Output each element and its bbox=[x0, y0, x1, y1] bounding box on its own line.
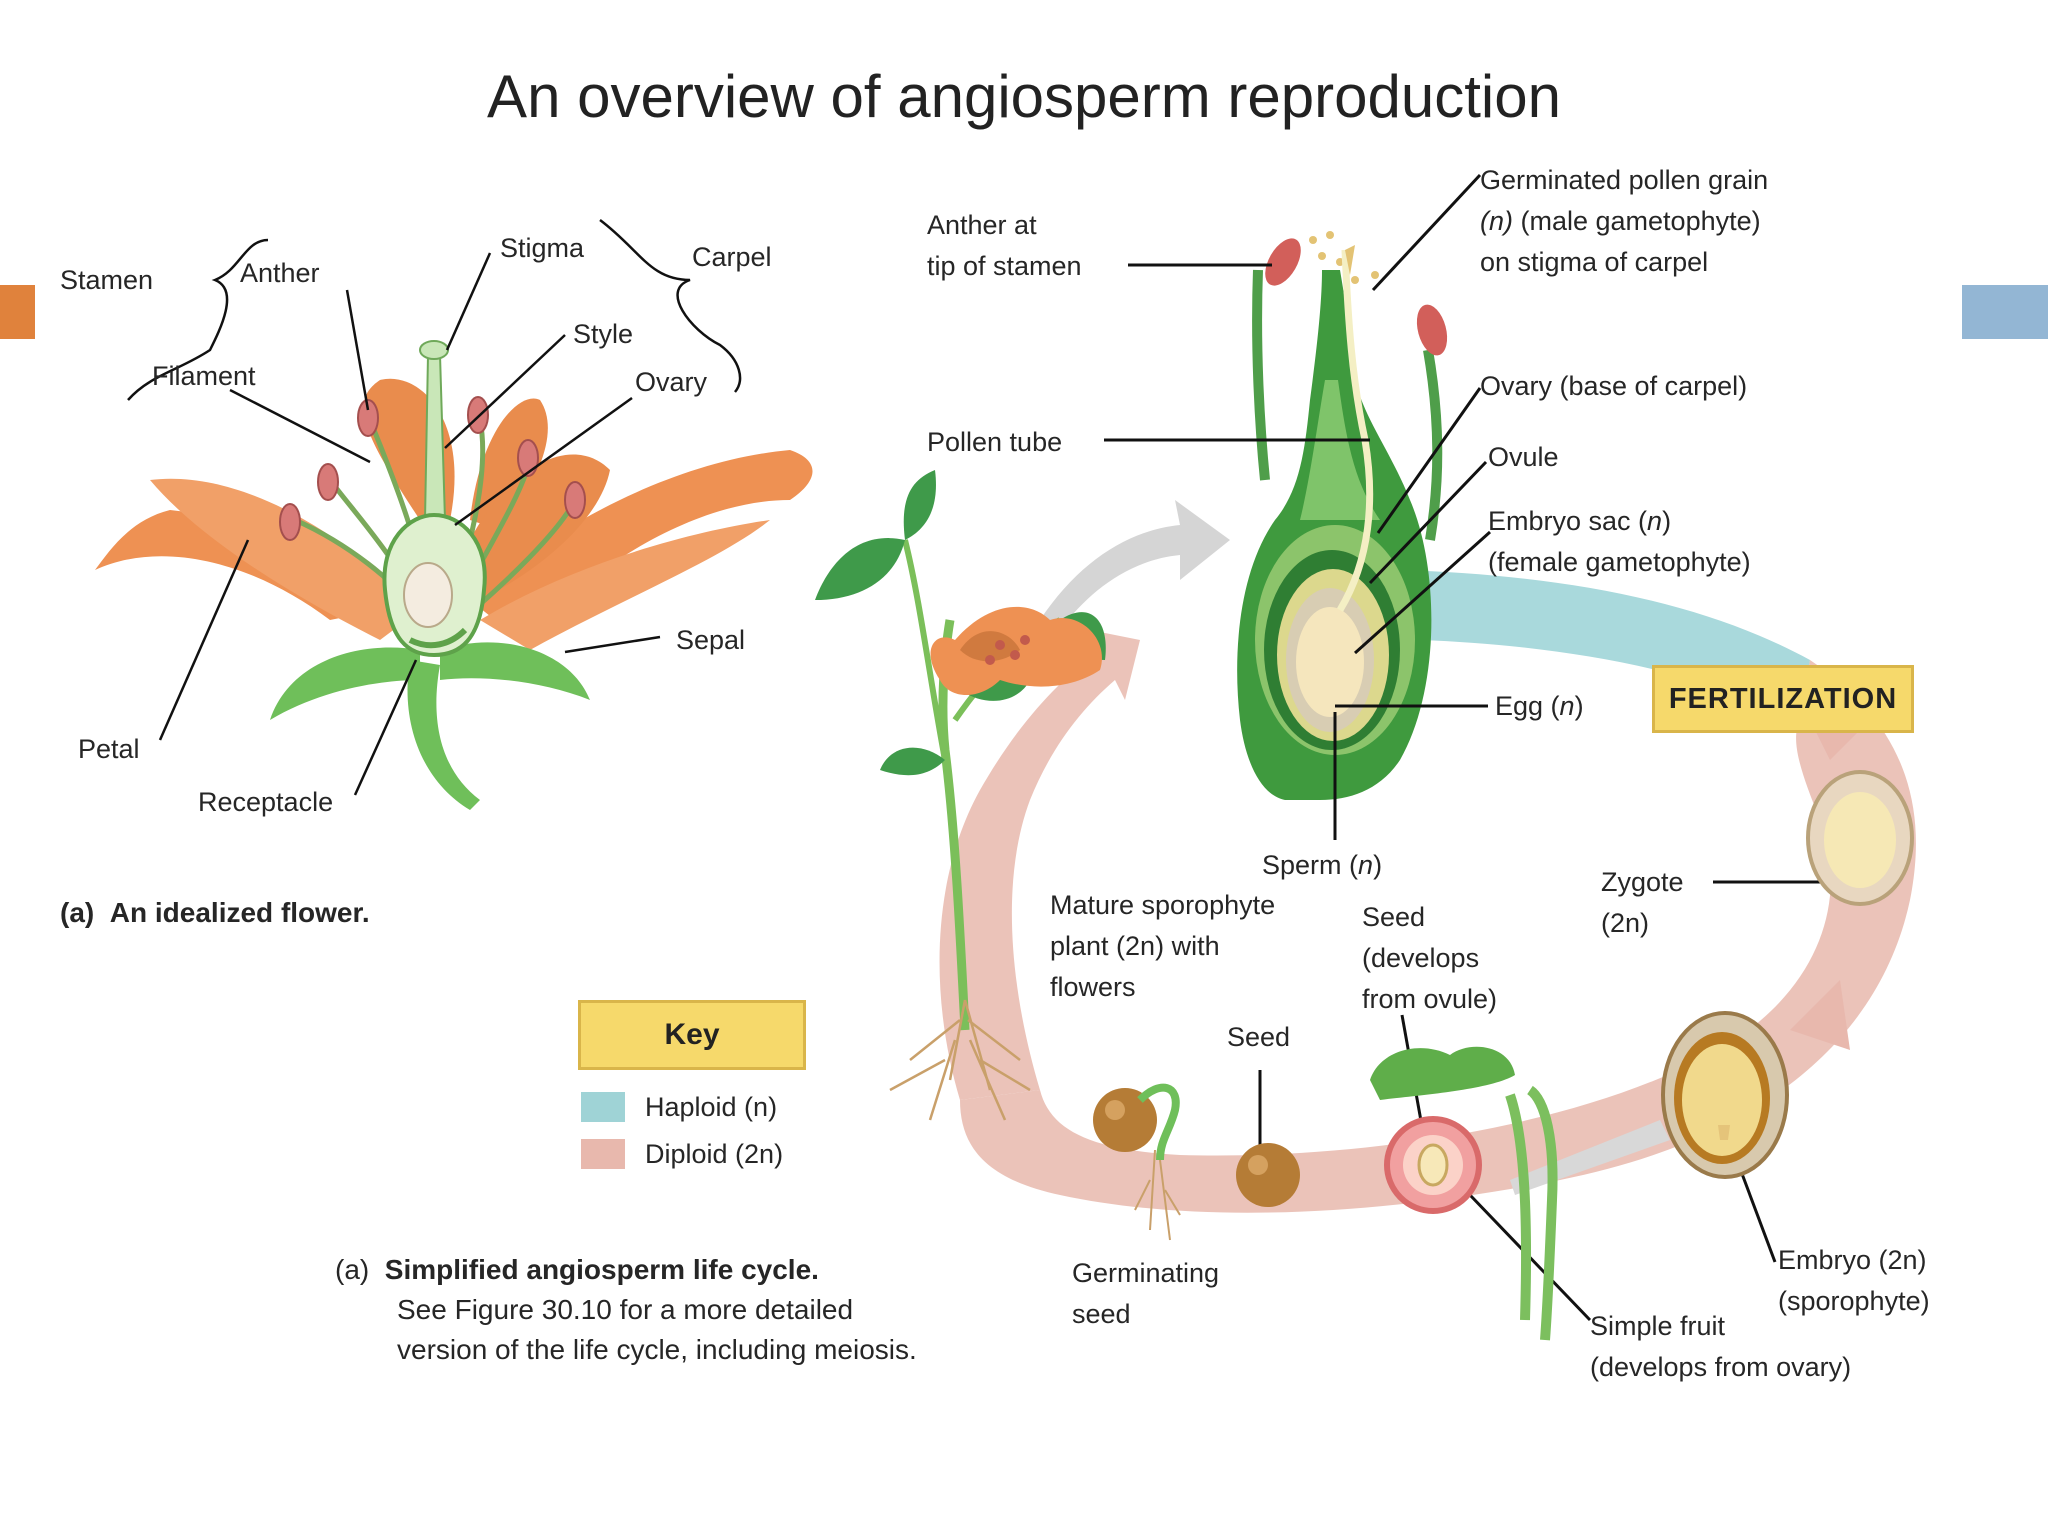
page-title: An overview of angiosperm reproduction bbox=[487, 63, 1561, 130]
label-embryo-sac: Embryo sac (n) (female gametophyte) bbox=[1488, 506, 1751, 577]
label-germinated-pollen: Germinated pollen grain (n) (male gameto… bbox=[1480, 165, 1769, 277]
label-style: Style bbox=[573, 319, 634, 349]
label-egg: Egg (n) bbox=[1495, 691, 1584, 721]
cycle-caption: (a) Simplified angiosperm life cycle. Se… bbox=[335, 1250, 917, 1370]
cycle-caption-bold: Simplified angiosperm life cycle. bbox=[384, 1254, 819, 1285]
label-anther: Anther bbox=[240, 258, 320, 288]
slide-accent-right bbox=[1962, 285, 2048, 339]
label-ovule: Ovule bbox=[1488, 442, 1559, 472]
cycle-caption-line3: version of the life cycle, including mei… bbox=[397, 1334, 917, 1365]
cycle-caption-letter: (a) bbox=[335, 1254, 370, 1285]
key-haploid-swatch bbox=[581, 1092, 625, 1122]
flower-caption: (a) An idealized flower. bbox=[60, 893, 370, 933]
pollination-arrow bbox=[1040, 500, 1230, 630]
label-filament: Filament bbox=[152, 361, 256, 391]
flower-caption-text: An idealized flower. bbox=[109, 897, 370, 928]
label-receptacle: Receptacle bbox=[198, 787, 334, 817]
key-title: Key bbox=[578, 1000, 806, 1070]
label-simple-fruit: Simple fruit (develops from ovary) bbox=[1590, 1311, 1852, 1382]
idealized-flower bbox=[95, 340, 813, 810]
label-seed: Seed bbox=[1227, 1022, 1291, 1052]
key-diploid-swatch bbox=[581, 1139, 625, 1169]
cycle-arrowhead-right bbox=[1790, 980, 1850, 1050]
label-embryo: Embryo (2n) (sporophyte) bbox=[1778, 1245, 1930, 1316]
label-stigma: Stigma bbox=[500, 233, 585, 263]
label-sperm: Sperm (n) bbox=[1262, 850, 1383, 880]
cycle-stages bbox=[815, 470, 1914, 1341]
key-haploid-label: Haploid (n) bbox=[645, 1092, 778, 1122]
label-germinating-seed: Germinating seed bbox=[1072, 1258, 1220, 1329]
label-mature-sporophyte: Mature sporophyte plant (2n) with flower… bbox=[1050, 890, 1276, 1002]
label-anther-at-tip: Anther at tip of stamen bbox=[927, 210, 1082, 281]
label-ovary-base: Ovary (base of carpel) bbox=[1480, 371, 1748, 401]
label-pollen-tube: Pollen tube bbox=[927, 427, 1063, 457]
carpel-section bbox=[1237, 231, 1448, 800]
cycle-caption-line2: See Figure 30.10 for a more detailed bbox=[397, 1294, 854, 1325]
label-carpel: Carpel bbox=[692, 242, 772, 272]
label-stamen: Stamen bbox=[60, 265, 154, 295]
flower-leader-lines bbox=[127, 219, 742, 796]
key-diploid-label: Diploid (2n) bbox=[645, 1139, 784, 1169]
slide-accent-left bbox=[0, 285, 35, 339]
label-sepal: Sepal bbox=[676, 625, 746, 655]
label-ovary: Ovary bbox=[635, 367, 708, 397]
label-zygote: Zygote (2n) bbox=[1601, 867, 1684, 938]
label-petal: Petal bbox=[78, 734, 140, 764]
flower-caption-letter: (a) bbox=[60, 897, 95, 928]
fertilization-box: FERTILIZATION bbox=[1652, 665, 1914, 733]
label-seed-develops: Seed (develops from ovule) bbox=[1362, 902, 1498, 1014]
diploid-arc-left bbox=[939, 630, 1140, 1100]
